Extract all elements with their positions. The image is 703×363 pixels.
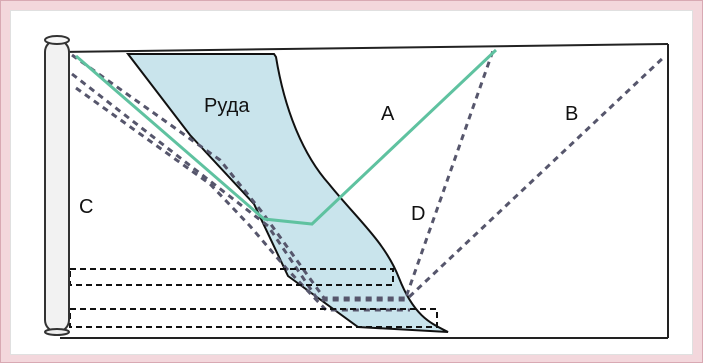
pipe-bottom [44, 328, 70, 336]
top-boundary-line [57, 43, 669, 53]
label-d: D [411, 203, 425, 225]
pit-line-left-inner [71, 53, 666, 300]
ore-body [125, 53, 449, 333]
pipe-body [44, 39, 70, 333]
dashed-pit-lines [71, 47, 666, 312]
pipe-top [44, 35, 70, 45]
label-b: B [565, 103, 578, 125]
pit-line-left-outer [71, 47, 496, 302]
optimal-pit-line [75, 48, 498, 226]
background-lines [57, 43, 669, 339]
label-a: A [381, 103, 395, 125]
ore-label: Руда [204, 95, 250, 117]
label-c: C [79, 196, 93, 218]
pit-line-small [75, 86, 410, 312]
vertical-pipe-icon [44, 35, 70, 336]
